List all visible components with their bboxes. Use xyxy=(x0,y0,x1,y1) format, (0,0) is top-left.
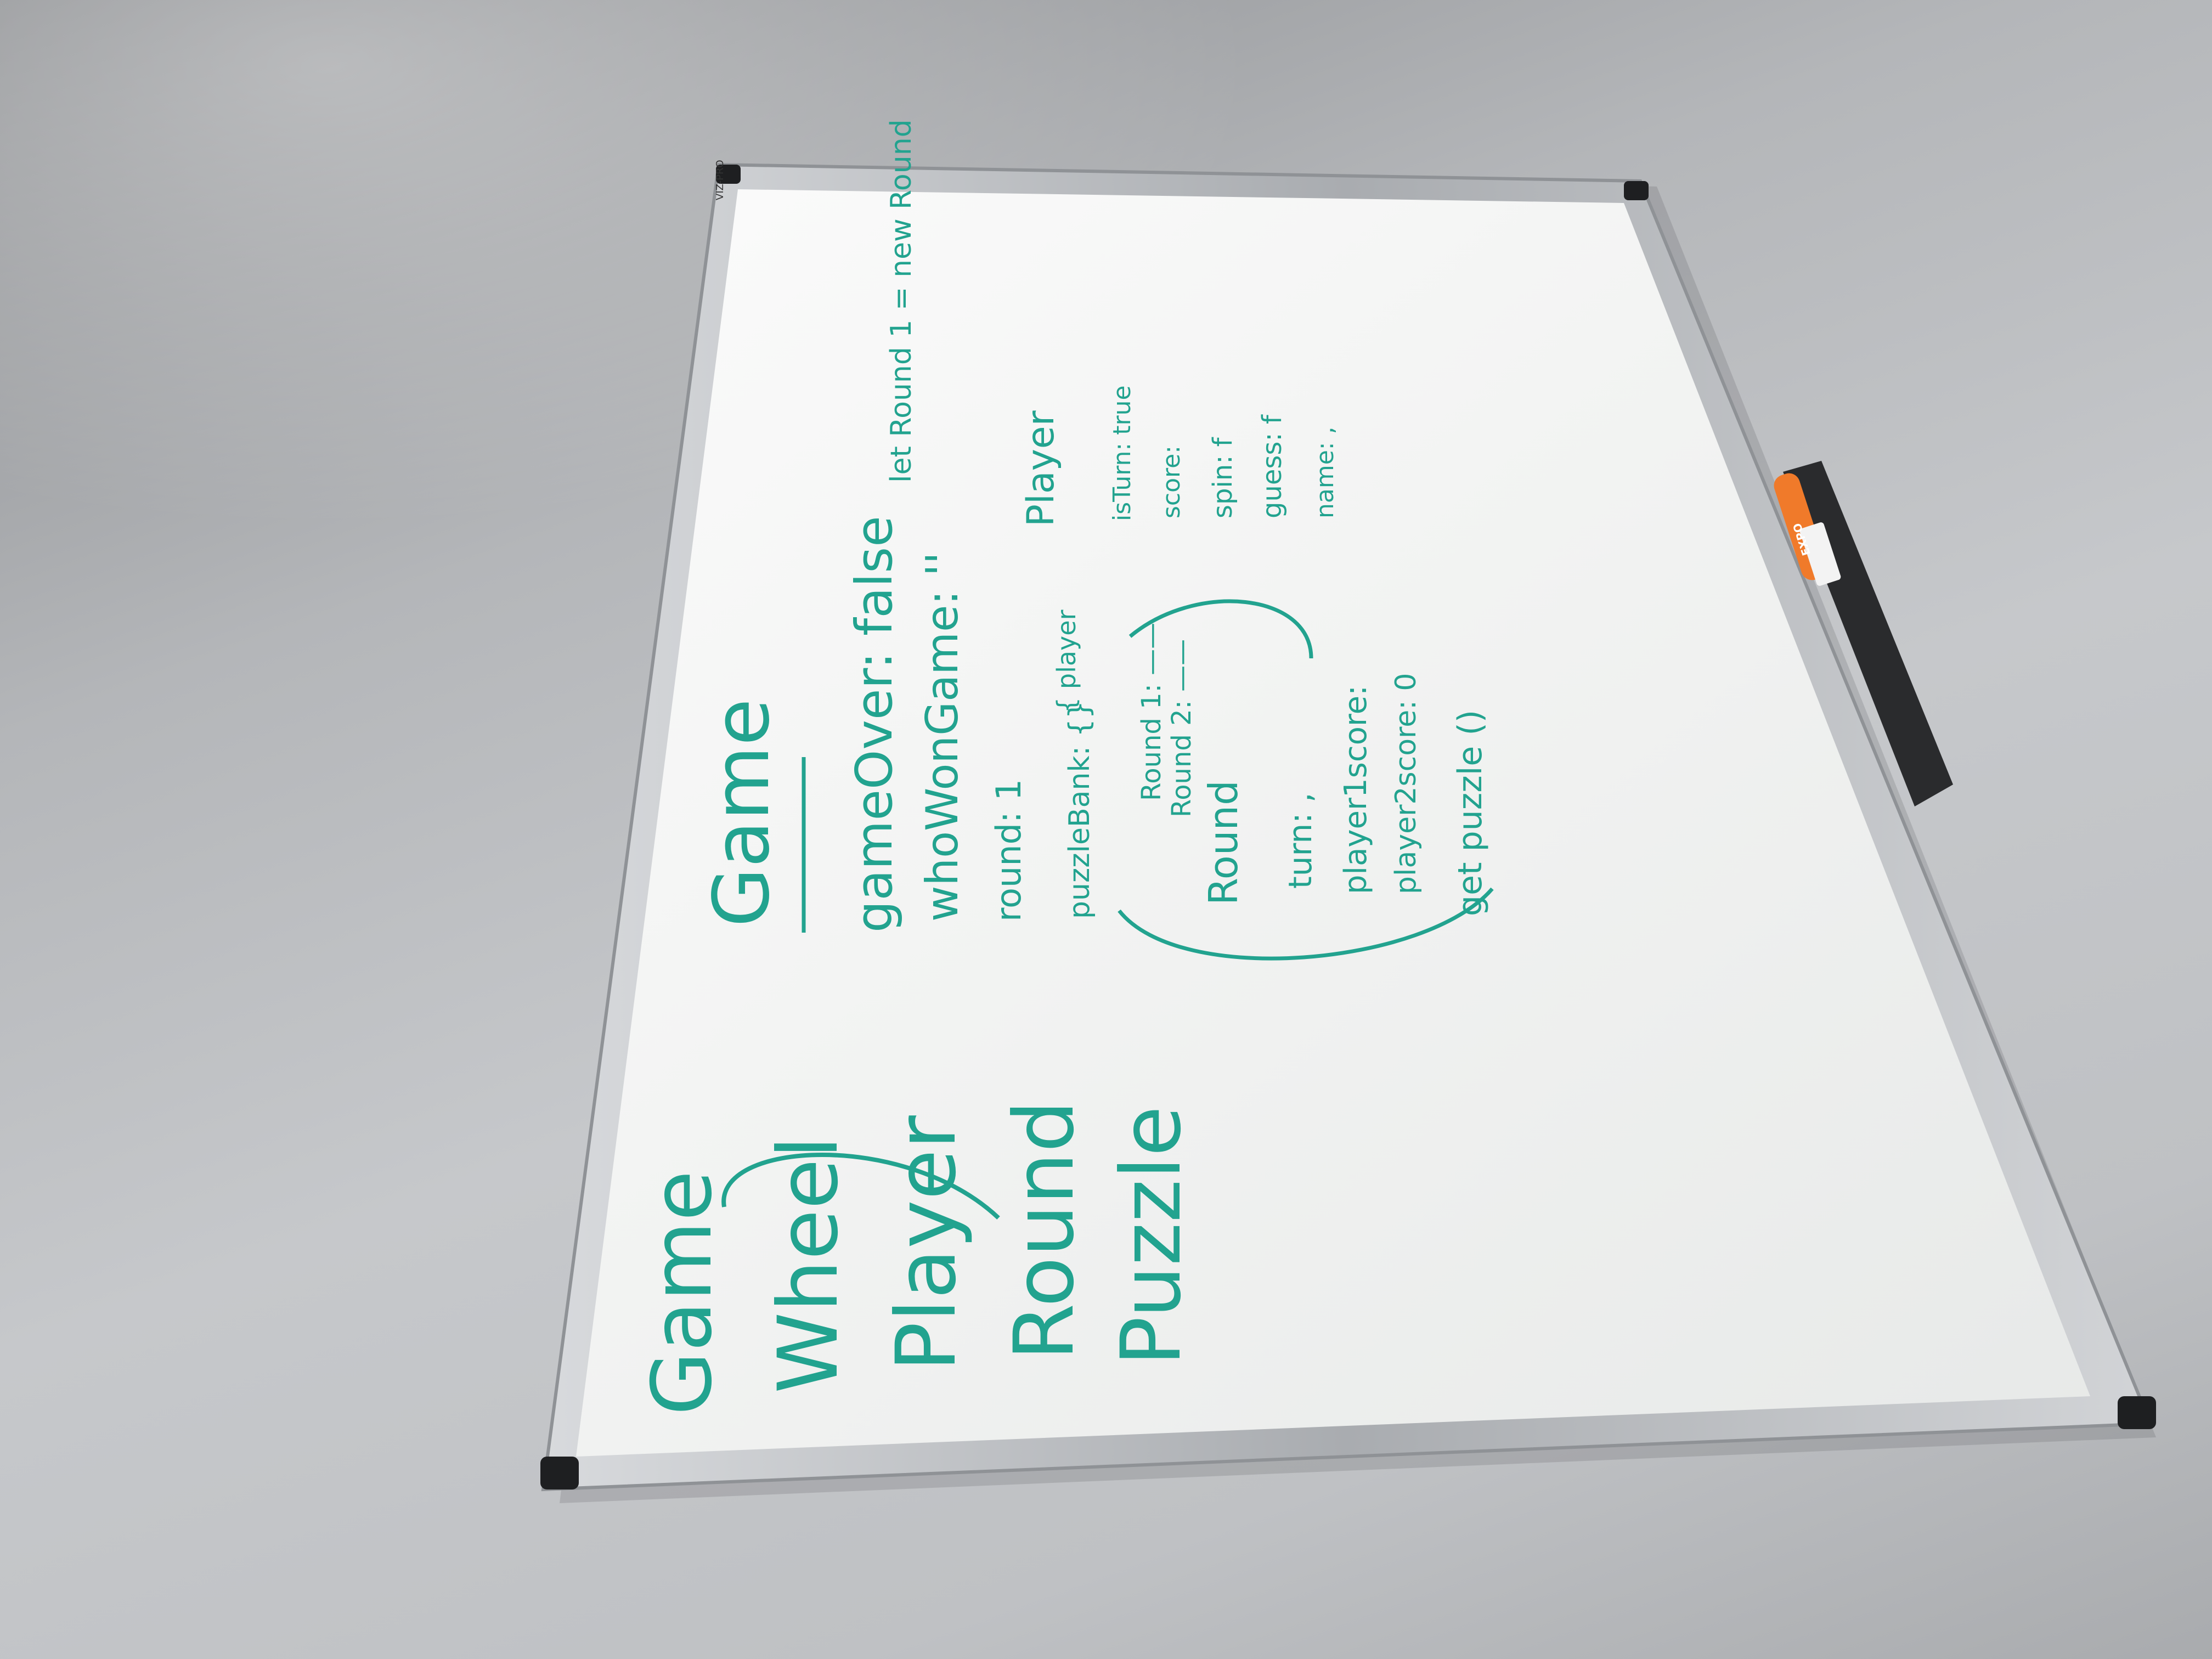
marker-pen[interactable]: EXPO xyxy=(1771,470,1842,586)
board-surface xyxy=(576,189,2090,1457)
player-prop-spin: spin: f xyxy=(1207,437,1238,518)
loop-arrow-top xyxy=(1128,599,1313,659)
player-class-title: Player xyxy=(1019,410,1063,527)
game-prop-round1: Round 1: —— xyxy=(1136,623,1167,801)
player-prop-guess: guess: f xyxy=(1257,414,1288,518)
marker-body xyxy=(1799,522,1841,586)
game-player-note: { player xyxy=(1052,610,1081,713)
corner-cap-bottom-left xyxy=(540,1457,579,1489)
game-class-title: Game xyxy=(697,698,787,927)
round-class-title: Round xyxy=(1200,780,1246,905)
game-prop-puzzlebank: puzzleBank: {} xyxy=(1063,701,1096,919)
curved-arrow-icon xyxy=(721,1153,1000,1220)
round-prop-p1score: player1score: xyxy=(1338,685,1374,894)
game-prop-round2: Round 2: —— xyxy=(1166,639,1197,817)
game-prop-whowon: whoWonGame: '' xyxy=(917,552,968,922)
round-prop-p2score: player2score: 0 xyxy=(1390,673,1423,894)
player-prop-name: name: , xyxy=(1311,426,1339,518)
list-item-puzzle: Puzzle xyxy=(1104,1106,1199,1366)
list-item-round: Round xyxy=(997,1100,1092,1361)
corner-cap-bottom-right xyxy=(2118,1396,2156,1429)
list-item-player: Player xyxy=(879,1115,974,1372)
game-prop-gameover: gameOver: false xyxy=(845,516,904,933)
loop-arrow-bottom xyxy=(1118,887,1494,961)
corner-cap-top-left xyxy=(716,165,741,184)
player-prop-score: score: xyxy=(1158,445,1186,518)
list-item-game: Game xyxy=(635,1170,730,1415)
game-class-block: Game gameOver: false whoWonGame: '' roun… xyxy=(697,516,1197,933)
brand-label: VIZ-PRO xyxy=(714,160,726,200)
round-instance-note: let Round 1 = new Round xyxy=(885,119,918,483)
round-class-block: Round turn: , player1score: player2score… xyxy=(1118,599,1494,961)
list-item-wheel: Wheel xyxy=(761,1136,856,1393)
player-class-block: Player isTurn: true score: spin: f guess… xyxy=(1019,385,1339,527)
round-prop-turn: turn: , xyxy=(1282,792,1319,889)
corner-cap-top-right xyxy=(1624,181,1649,200)
round-prop-getpuzzle: get puzzle () xyxy=(1451,710,1489,916)
player-prop-isturn: isTurn: true xyxy=(1108,385,1136,521)
left-class-list: Game Wheel Player Round Puzzle xyxy=(635,1100,1199,1415)
game-prop-round: round: 1 xyxy=(989,779,1029,922)
